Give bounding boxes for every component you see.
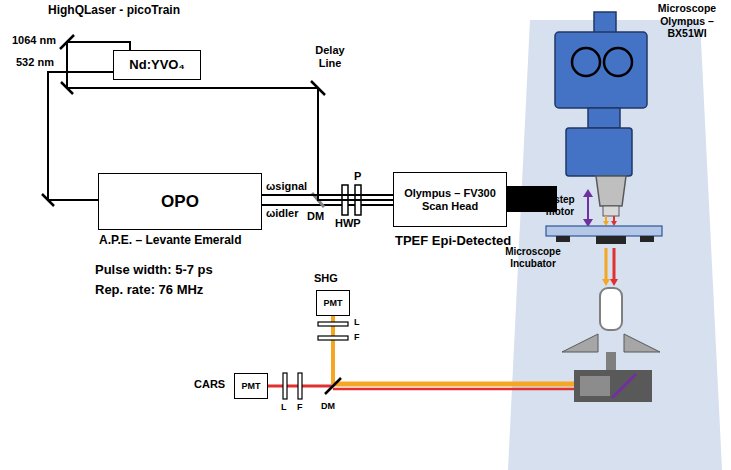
stage-support	[640, 236, 654, 242]
microscope-label: Microscope Olympus – BX51WI	[648, 2, 726, 40]
spec-note: Rep. rate: 76 MHz	[95, 282, 203, 298]
stage-support	[556, 236, 570, 242]
laser-name: HighQLaser - picoTrain	[48, 3, 180, 17]
z-arrow	[587, 196, 589, 220]
wavelength-label: 532 nm	[16, 56, 54, 69]
microscope-head	[555, 32, 647, 108]
component-label: Delay Line	[304, 44, 356, 70]
condenser-wedge	[562, 334, 598, 352]
spec-note: Pulse width: 5-7 ps	[95, 262, 213, 278]
component-label: Microscope Incubator	[500, 246, 566, 270]
component-label: DM	[307, 210, 324, 223]
opo-box: OPOA.P.E. – Levante Emerald	[98, 173, 262, 230]
node-label: OPO	[161, 192, 199, 212]
beam-head	[610, 279, 618, 286]
component-label: P	[354, 170, 361, 183]
z-arrow-head	[583, 189, 593, 197]
port-mirror	[612, 374, 636, 398]
microscope-top	[594, 12, 616, 34]
component-label: L	[354, 317, 360, 328]
microscope-stand	[508, 20, 722, 470]
signal-beam	[333, 382, 612, 387]
condenser-lens	[600, 288, 622, 330]
beam-path	[262, 194, 393, 196]
lens-plate	[318, 322, 348, 326]
wavelength-label: 1064 nm	[12, 34, 56, 47]
node-label: Olympus – FV300 Scan Head	[397, 187, 503, 212]
beam	[613, 248, 616, 280]
beam-head	[611, 221, 617, 226]
objective	[596, 176, 626, 206]
beam-head	[602, 279, 610, 286]
beam-head	[603, 221, 609, 226]
stage	[546, 226, 662, 236]
dichroic-mirror	[325, 378, 341, 394]
beam-label: ωidler	[266, 207, 299, 220]
objective-turret	[566, 128, 632, 176]
eyepiece	[572, 48, 600, 76]
filter-plate	[298, 373, 302, 399]
microscope-neck	[588, 108, 620, 128]
objective-tip	[603, 206, 619, 216]
node-label: PMT	[324, 298, 343, 308]
detector-label: SHG	[314, 272, 338, 285]
detector-label: CARS	[194, 378, 225, 391]
component-label: DM	[321, 401, 335, 412]
condenser-stem	[606, 352, 616, 370]
detector-port-inner	[580, 376, 610, 396]
filter-plate	[318, 336, 348, 340]
component-label: F	[297, 402, 303, 413]
node-heading: A.P.E. – Levante Emerald	[99, 234, 242, 248]
component-label: L	[281, 402, 287, 413]
pmt-detector-box: PMT	[234, 373, 268, 399]
beam	[605, 248, 608, 280]
component-label: HWP	[335, 217, 361, 230]
eyepiece	[604, 48, 632, 76]
node-label: PMT	[242, 381, 261, 391]
signal-beam	[333, 388, 612, 391]
pmt-detector-box: PMT	[316, 290, 350, 316]
lens-plate	[283, 373, 287, 399]
condenser-wedge	[624, 334, 660, 352]
laser-box: Nd:YVO₄	[113, 50, 201, 80]
component-label: F	[354, 332, 360, 343]
node-label: Nd:YVO₄	[129, 58, 184, 73]
detector-port	[574, 370, 652, 402]
sample	[596, 236, 626, 244]
idler-beam	[262, 204, 395, 206]
beam-label: ωsignal	[266, 180, 307, 193]
scan-head-box: Olympus – FV300 Scan Head	[393, 172, 507, 227]
component-label: Z step motor	[538, 194, 582, 218]
detection-label: TPEF Epi-Detected	[395, 233, 511, 249]
